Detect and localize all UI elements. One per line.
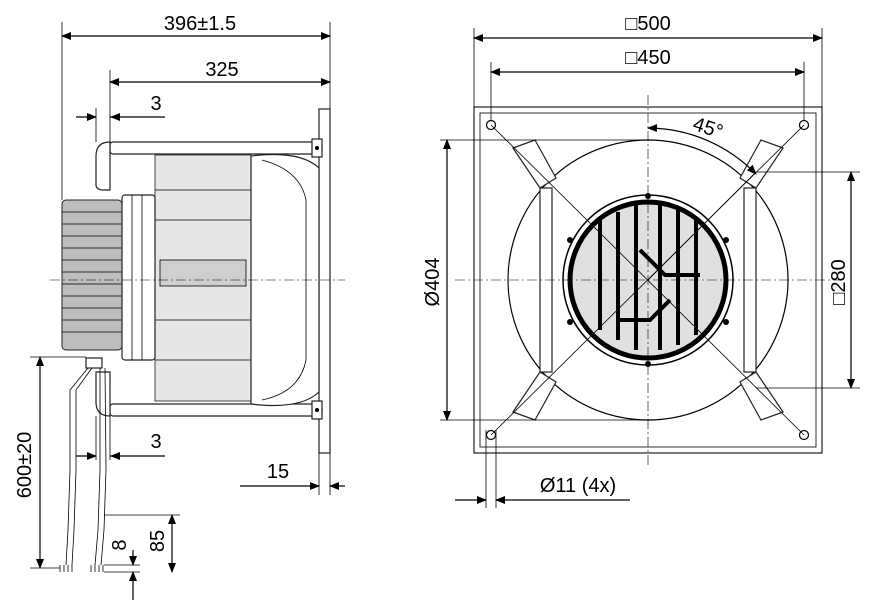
front-view: □500 □450 45° Ø404 □280 Ø11 (4x) bbox=[422, 13, 860, 508]
dim-inlet-diameter: Ø404 bbox=[422, 258, 444, 307]
dim-cable-end: 85 bbox=[147, 530, 169, 552]
dim-overall-length: 396±1.5 bbox=[164, 13, 236, 35]
dim-hole-diameter: Ø11 (4x) bbox=[540, 475, 616, 497]
support-rod-bottom bbox=[109, 403, 323, 417]
dim-cable-length: 600±20 bbox=[14, 432, 36, 499]
dim-hole-spacing: □450 bbox=[625, 47, 670, 69]
motor-hub bbox=[121, 194, 156, 361]
mount-hole bbox=[485, 119, 497, 131]
dim-plate-size: □500 bbox=[625, 13, 670, 35]
dim-flange-to-motor: 325 bbox=[205, 59, 238, 81]
dim-bolt-square: □280 bbox=[828, 259, 850, 304]
dim-bottom-offset: 3 bbox=[150, 431, 161, 453]
side-view: 396±1.5 325 3 3 15 600±20 8 bbox=[14, 13, 345, 600]
dim-top-offset: 3 bbox=[150, 93, 161, 115]
support-rod-top bbox=[109, 141, 323, 155]
motor-fins bbox=[61, 199, 123, 351]
dim-wire-strip: 8 bbox=[109, 539, 131, 550]
cable bbox=[65, 367, 89, 566]
dim-flange-thickness: 15 bbox=[267, 461, 289, 483]
